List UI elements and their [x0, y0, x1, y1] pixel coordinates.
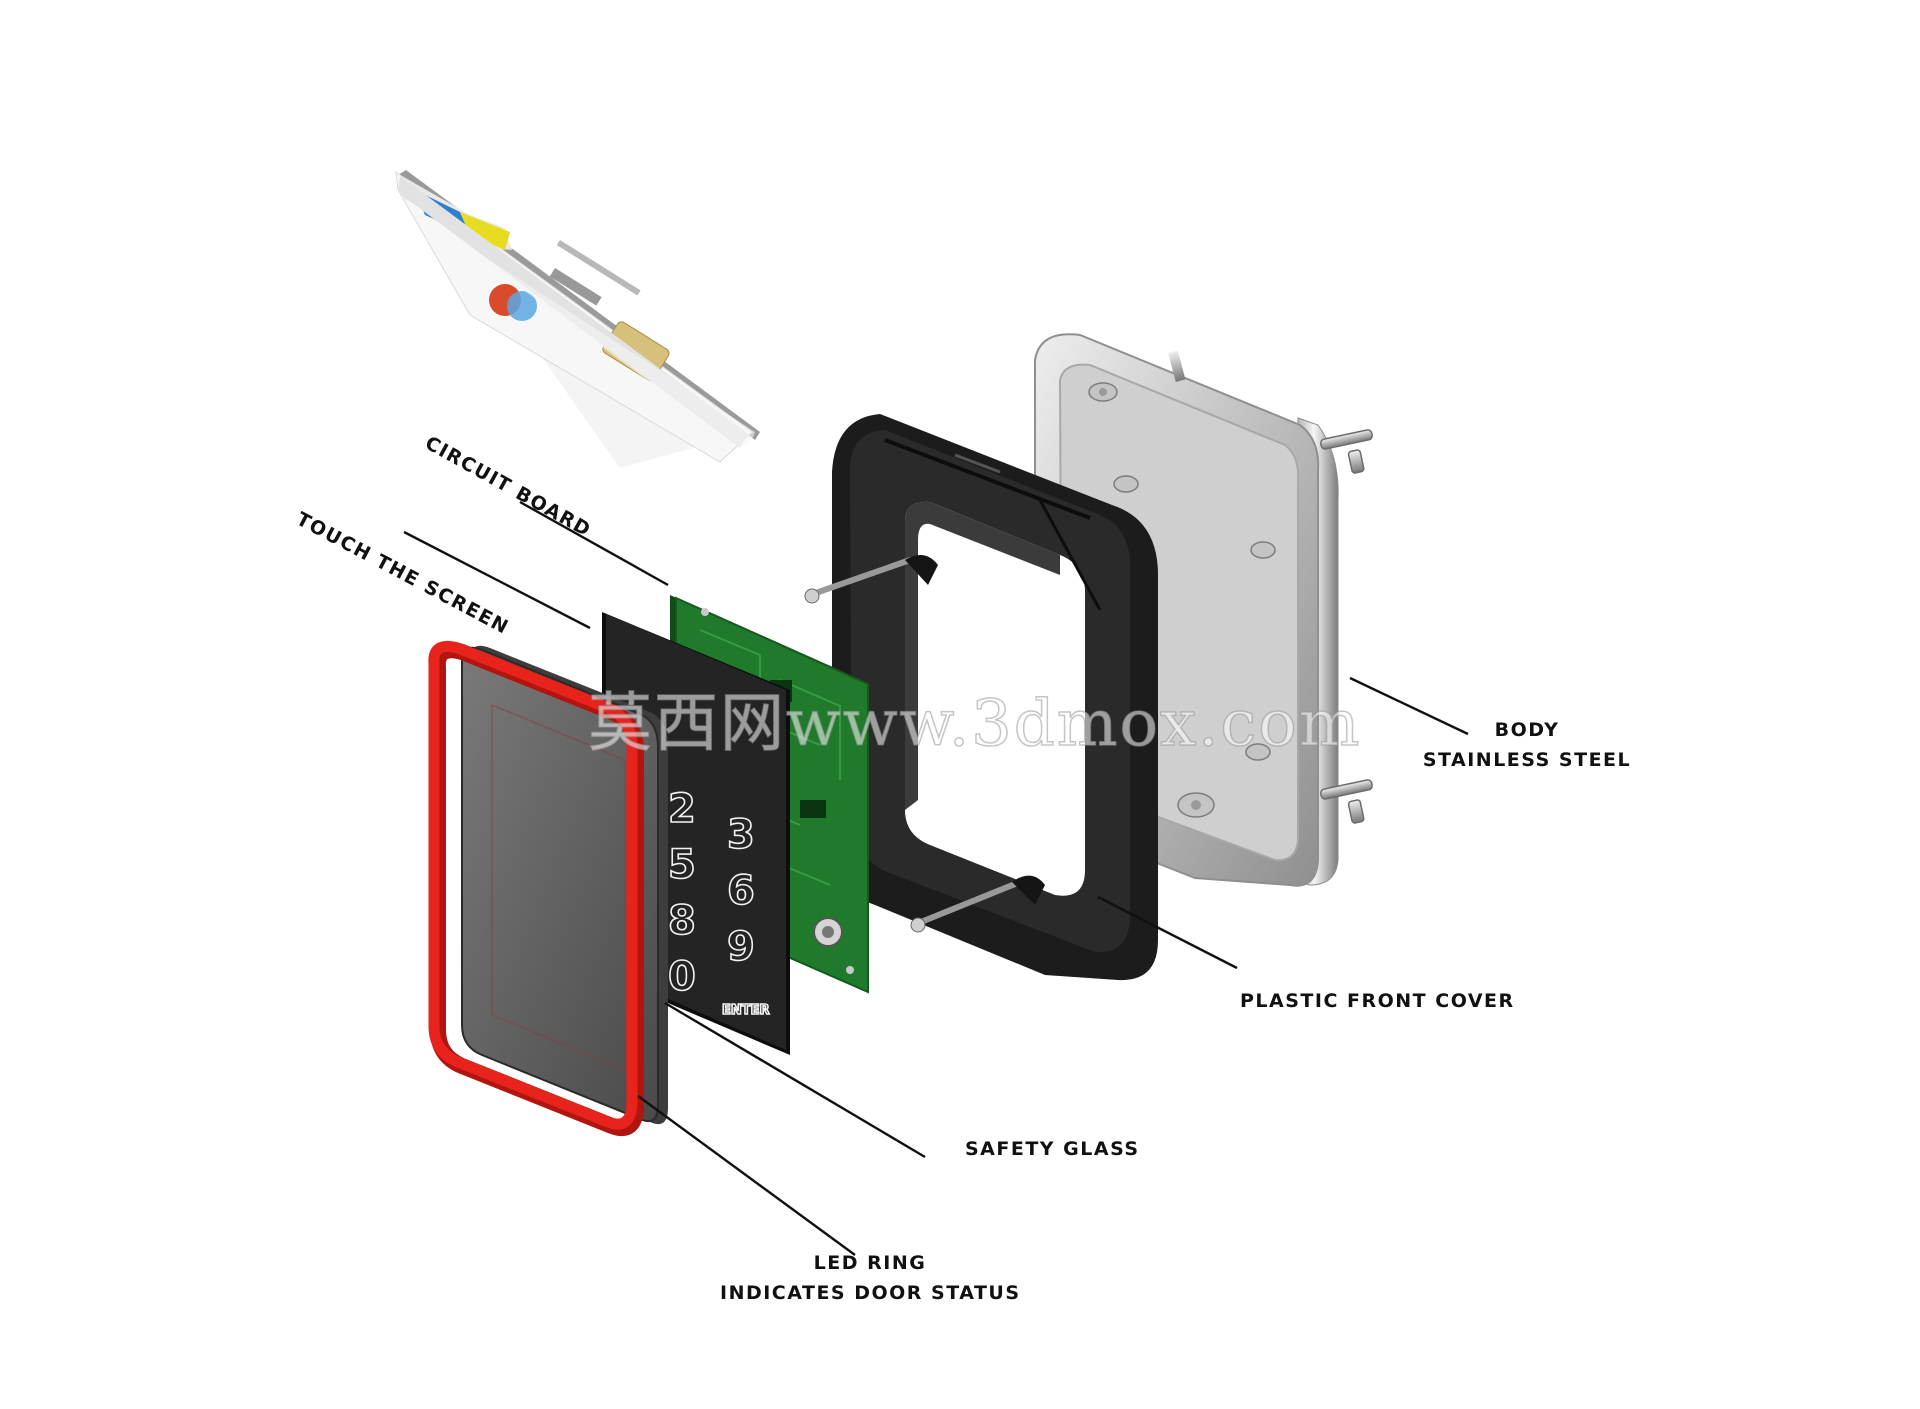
watermark: 莫西网www.3dmox.com — [587, 686, 1362, 762]
leader-led-ring — [637, 1095, 856, 1256]
key-enter: ENTER — [722, 1003, 770, 1018]
key-6: 6 — [727, 868, 755, 914]
key-8: 8 — [668, 898, 696, 944]
led-ring — [428, 640, 644, 1137]
leader-plastic-cover — [1097, 895, 1238, 970]
label-safety-glass: SAFETY GLASS — [965, 1138, 1140, 1160]
label-led-line1: LED RING — [813, 1252, 927, 1274]
access-card — [395, 170, 760, 468]
key-0: 0 — [668, 954, 696, 1000]
key-3: 3 — [727, 812, 755, 858]
plastic-front-cover — [804, 414, 1158, 981]
leader-body — [1349, 676, 1469, 736]
keypad-keys: 2 3 5 6 8 9 0 ENTER — [667, 785, 770, 1019]
label-led-line2: INDICATES DOOR STATUS — [720, 1282, 1021, 1304]
key-5: 5 — [668, 842, 696, 888]
leader-lines — [403, 500, 1469, 1256]
leader-safety-glass — [664, 1001, 926, 1159]
leader-circuit-board — [519, 500, 669, 587]
label-plastic-cover: PLASTIC FRONT COVER — [1240, 990, 1515, 1012]
key-9: 9 — [727, 924, 755, 970]
label-led-ring: LED RING INDICATES DOOR STATUS — [720, 1248, 1020, 1308]
label-body: BODY STAINLESS STEEL — [1422, 715, 1632, 775]
label-body-line1: BODY — [1494, 719, 1560, 741]
label-body-line2: STAINLESS STEEL — [1422, 749, 1632, 771]
safety-glass — [461, 645, 668, 1125]
key-2: 2 — [668, 786, 696, 832]
leader-touch-screen — [403, 530, 591, 630]
